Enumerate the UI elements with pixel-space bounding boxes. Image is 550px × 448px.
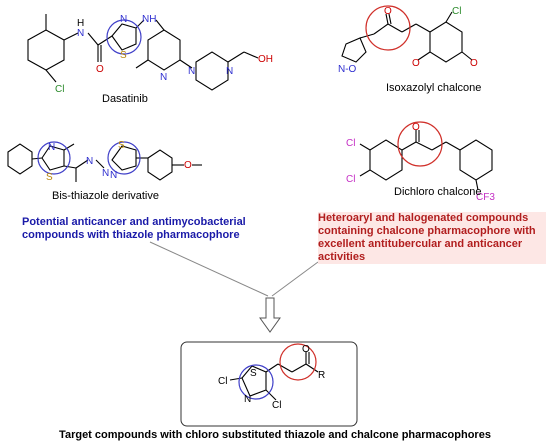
isoxazolyl-oxygen: O — [384, 6, 392, 17]
dasatinib-hydroxyl: OH — [258, 54, 273, 65]
isoxazolyl-ring-no: N-O — [338, 64, 357, 75]
dasatinib-oxygen: O — [96, 64, 104, 75]
dasatinib-thiazole-highlight — [106, 19, 142, 55]
isoxazolyl-structure — [341, 11, 473, 63]
dasatinib-thiazole-n: N — [120, 14, 127, 25]
target-thiazole-highlight — [238, 364, 274, 400]
dasatinib-nh: NH — [142, 14, 156, 25]
bisthiazole-s2: S — [118, 140, 125, 151]
bisthiazole-hydrazone-n: N — [86, 156, 93, 167]
bisthiazole-n1: N — [48, 142, 55, 153]
chalcone-pharmacophore-note: Heteroaryl and halogenated compounds con… — [318, 212, 546, 264]
dasatinib-thiazole-s: S — [120, 50, 127, 61]
down-arrow-icon — [259, 297, 281, 333]
bisthiazole-methoxy-o: O — [184, 160, 192, 171]
target-sulfur: S — [250, 368, 257, 379]
bisthiazole-thiazole2-highlight — [107, 141, 141, 175]
dichloro-oxygen: O — [412, 122, 420, 133]
target-oxygen: O — [302, 344, 310, 355]
bisthiazole-label: Bis-thiazole derivative — [52, 190, 159, 202]
bisthiazole-n2: N — [110, 170, 117, 181]
isoxazolyl-label: Isoxazolyl chalcone — [386, 82, 482, 94]
isoxazolyl-methoxy-o1: O — [412, 58, 420, 69]
target-r-group: R — [318, 370, 325, 381]
dichloro-chlorine2: Cl — [346, 174, 355, 185]
bisthiazole-hydrazone-nh: N — [102, 168, 109, 179]
bisthiazole-s1: S — [46, 172, 53, 183]
dasatinib-piperazine-n2: N — [226, 66, 233, 77]
isoxazolyl-chlorine: Cl — [452, 6, 461, 17]
target-box — [180, 341, 358, 427]
bisthiazole-structure — [7, 143, 202, 182]
dichloro-structure — [359, 130, 493, 191]
target-structure — [229, 352, 319, 401]
dichloro-label: Dichloro chalcone — [394, 186, 482, 198]
left-converge-line — [149, 241, 269, 297]
dasatinib-structure — [27, 14, 259, 91]
target-nitrogen: N — [244, 394, 251, 405]
dasatinib-piperazine-n1: N — [188, 66, 195, 77]
right-converge-line — [271, 261, 319, 297]
dichloro-cf3: CF3 — [476, 192, 495, 203]
target-chlorine1: Cl — [218, 376, 227, 387]
dasatinib-amide-h: H — [77, 18, 84, 29]
target-title: Target compounds with chloro substituted… — [59, 429, 491, 441]
dichloro-chlorine1: Cl — [346, 138, 355, 149]
target-chalcone-highlight — [279, 343, 317, 381]
dasatinib-label: Dasatinib — [102, 93, 148, 105]
target-chlorine2: Cl — [272, 400, 281, 411]
dasatinib-pyrimidine-n: N — [160, 72, 167, 83]
bisthiazole-thiazole1-highlight — [37, 141, 71, 175]
isoxazolyl-chalcone-highlight — [365, 5, 411, 51]
thiazole-pharmacophore-note: Potential anticancer and antimycobacteri… — [22, 216, 246, 241]
isoxazolyl-methoxy-o2: O — [470, 58, 478, 69]
dasatinib-amide-n: N — [77, 28, 84, 39]
dasatinib-chlorine: Cl — [55, 84, 64, 95]
dichloro-chalcone-highlight — [397, 121, 443, 167]
